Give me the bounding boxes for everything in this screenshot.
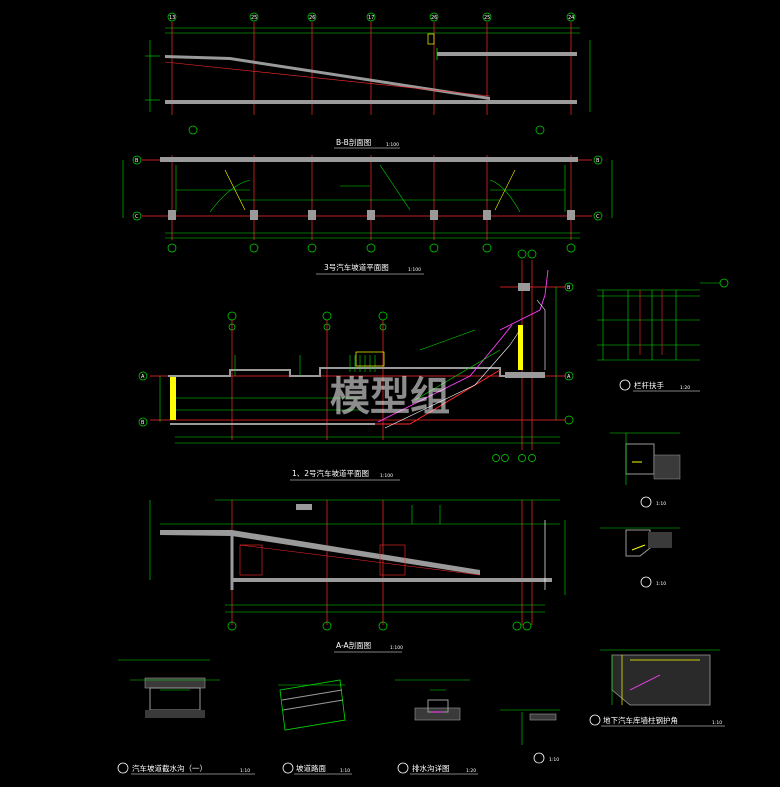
bb-axis-6: 25 xyxy=(484,15,490,21)
drain-title: 排水沟详图 xyxy=(412,763,450,773)
ramp3-axis-c-right: C xyxy=(596,214,600,220)
ramp12-walls xyxy=(168,269,549,429)
pavement-detail: 坡道路面 1:10 xyxy=(278,679,352,775)
aa-dim-lines xyxy=(149,500,566,613)
ramp3-arrows xyxy=(224,169,516,211)
bb-axis-5: 26 xyxy=(431,15,437,21)
bb-axis-7: 24 xyxy=(568,15,574,21)
ramp3-axis-b-left: B xyxy=(135,158,139,164)
corner-guard-detail: 地下汽车库墙柱钢护角 1:10 xyxy=(589,649,725,727)
ramp12-title: 1、2号汽车坡道平面图 xyxy=(292,468,369,478)
drain-detail: 排水沟详图 1:20 xyxy=(395,679,478,775)
aa-scale: 1:100 xyxy=(390,645,403,651)
detail3-view: 1:10 xyxy=(500,709,560,764)
watermark-logo-text: 模型组 xyxy=(330,374,450,420)
ramp3-axis-b-right: B xyxy=(596,158,600,164)
aa-title: A-A剖面图 xyxy=(336,640,371,650)
trench-scale: 1:10 xyxy=(240,768,250,774)
ramp12-gridlines xyxy=(150,260,565,450)
trench-detail: 汽车坡道截水沟（一） 1:10 xyxy=(117,659,255,775)
detail2-view: 1:10 xyxy=(600,527,680,588)
bb-dimension-lines xyxy=(145,27,591,112)
aa-section-view: A-A剖面图 1:100 xyxy=(149,499,566,653)
bb-bottom-bubbles xyxy=(188,125,545,135)
railing-detail: 栏杆扶手 1:20 xyxy=(597,278,729,392)
ramp3-columns xyxy=(168,210,575,220)
trench-title: 汽车坡道截水沟（一） xyxy=(132,763,207,773)
ramp3-gridlines xyxy=(142,155,592,240)
bb-axis-1: 13 xyxy=(169,15,175,21)
bb-axis-3: 26 xyxy=(309,15,315,21)
bb-scale: 1:100 xyxy=(386,142,399,148)
corner-title: 地下汽车库墙柱钢护角 xyxy=(603,715,678,725)
ramp3-scale: 1:100 xyxy=(408,267,421,273)
detail3-scale: 1:10 xyxy=(549,757,559,763)
ramp12-axis-b-right: B xyxy=(567,285,571,291)
bb-axis-4: 17 xyxy=(368,15,374,21)
bb-title: B-B剖面图 xyxy=(336,137,371,147)
corner-scale: 1:10 xyxy=(712,720,722,726)
railing-title: 栏杆扶手 xyxy=(634,380,664,390)
ramp12-scale: 1:100 xyxy=(380,473,393,479)
ramp3-title: 3号汽车坡道平面图 xyxy=(324,262,389,272)
ramp12-axis-a: A xyxy=(141,374,145,380)
ramp3-ramp-lines xyxy=(175,164,566,213)
pavement-title: 坡道路面 xyxy=(296,763,326,773)
railing-scale: 1:20 xyxy=(680,385,690,391)
bb-top-axis-row xyxy=(167,12,576,22)
ramp3-plan-view: B C B C xyxy=(122,155,613,275)
detail2-scale: 1:10 xyxy=(656,581,666,587)
bb-ramp-profile xyxy=(164,33,577,104)
ramp3-side-bubbles xyxy=(132,155,603,221)
pavement-scale: 1:10 xyxy=(340,768,350,774)
detail1-scale: 1:10 xyxy=(656,501,666,507)
ramp12-side-bubbles xyxy=(138,282,574,427)
ramp3-axis-c-left: C xyxy=(135,214,139,220)
aa-bottom-bubbles xyxy=(227,621,532,631)
ramp12-plan-view: A B B A 1、2号汽车坡道平面图 1:100 xyxy=(138,249,574,481)
aa-ramp-profile xyxy=(160,499,560,590)
bb-axis-2: 25 xyxy=(251,15,257,21)
detail1-view: 1:10 xyxy=(610,432,681,508)
ramp12-axis-a-right: A xyxy=(567,374,571,380)
drain-scale: 1:20 xyxy=(466,768,476,774)
ramp3-bottom-bubbles xyxy=(167,243,576,253)
ramp12-axis-b: B xyxy=(141,420,145,426)
ramp3-dim-lines xyxy=(122,160,613,239)
ramp12-bottom-bubbles xyxy=(492,454,536,462)
ramp12-inner-lines xyxy=(159,287,560,444)
ramp12-top-bubbles xyxy=(227,249,537,331)
bb-section-view: 13 25 26 17 26 25 24 xyxy=(145,12,591,149)
